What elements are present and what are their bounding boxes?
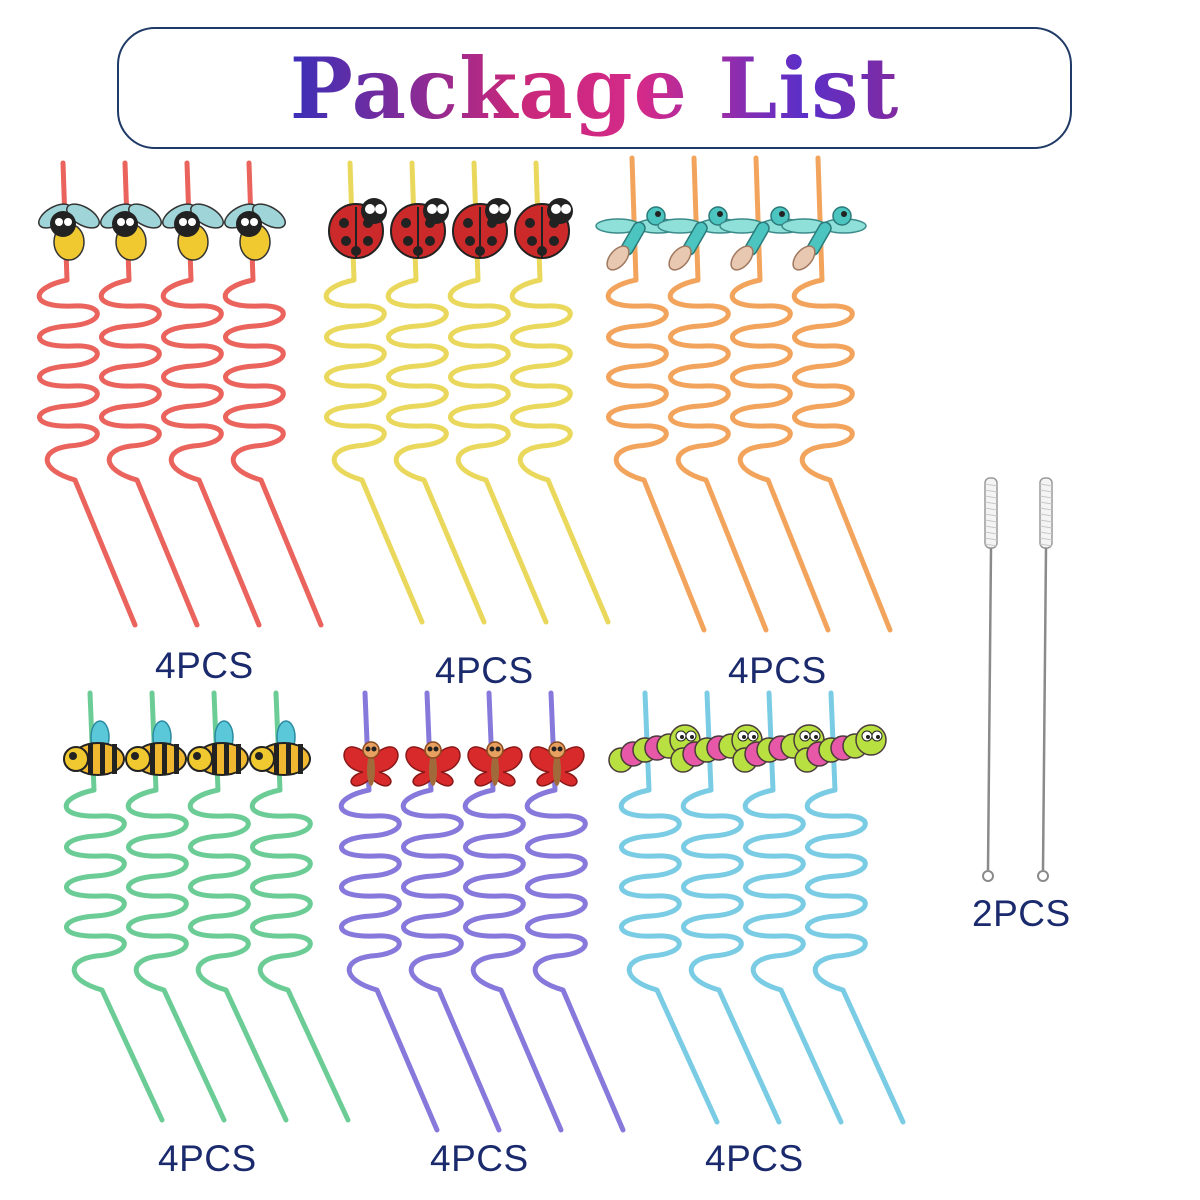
straw-group (63, 690, 351, 1123)
caterpillar-icon (732, 724, 825, 773)
group-count-label: 4PCS (155, 645, 254, 686)
bee-icon (100, 203, 162, 261)
brush-count-label: 2PCS (972, 893, 1071, 934)
bee-icon (38, 203, 100, 261)
butterfly-icon (343, 741, 399, 787)
straw-group (338, 690, 626, 1133)
reusable-straw (385, 160, 487, 625)
reusable-straw (98, 160, 200, 628)
group-count-label: 4PCS (158, 1138, 257, 1179)
caterpillar-icon (670, 724, 763, 773)
group-count-label: 4PCS (430, 1138, 529, 1179)
page-title: Package List (119, 29, 1070, 147)
reusable-straw (618, 690, 720, 1125)
reusable-straw (667, 155, 769, 633)
straw-group (323, 160, 611, 625)
bee-icon (162, 203, 224, 261)
bumblebee-icon (63, 720, 125, 776)
cleaning-brush-icon (982, 477, 998, 882)
reusable-straw (462, 690, 564, 1133)
group-count-label: 4PCS (705, 1138, 804, 1179)
reusable-straw (160, 160, 262, 628)
dragonfly-icon (657, 206, 743, 271)
reusable-straw (400, 690, 502, 1133)
reusable-straw (729, 155, 831, 633)
bumblebee-icon (249, 720, 311, 776)
ladybug-icon (514, 198, 573, 259)
reusable-straw (804, 690, 906, 1125)
reusable-straw (605, 155, 707, 633)
dragonfly-icon (781, 206, 867, 271)
butterfly-icon (529, 741, 585, 787)
reusable-straw (791, 155, 893, 633)
ladybug-icon (452, 198, 511, 259)
dragonfly-icon (719, 206, 805, 271)
reusable-straw (524, 690, 626, 1133)
bee-icon (224, 203, 286, 261)
reusable-straw (338, 690, 440, 1133)
reusable-straw (222, 160, 324, 628)
caterpillar-icon (794, 724, 887, 773)
butterfly-icon (405, 741, 461, 787)
group-count-label: 4PCS (728, 650, 827, 691)
group-count-label: 4PCS (435, 650, 534, 691)
straw-group (605, 155, 893, 633)
straw-group (618, 690, 906, 1125)
ladybug-icon (328, 198, 387, 259)
reusable-straw (249, 690, 351, 1123)
dragonfly-icon (595, 206, 681, 271)
caterpillar-icon (608, 724, 701, 773)
title-banner: Package List (117, 27, 1072, 149)
reusable-straw (742, 690, 844, 1125)
cleaning-brush-icon (1037, 477, 1053, 882)
reusable-straw (323, 160, 425, 625)
butterfly-icon (467, 741, 523, 787)
bumblebee-icon (125, 720, 187, 776)
reusable-straw (187, 690, 289, 1123)
reusable-straw (447, 160, 549, 625)
reusable-straw (36, 160, 138, 628)
bumblebee-icon (187, 720, 249, 776)
reusable-straw (509, 160, 611, 625)
reusable-straw (63, 690, 165, 1123)
reusable-straw (680, 690, 782, 1125)
ladybug-icon (390, 198, 449, 259)
reusable-straw (125, 690, 227, 1123)
straw-group (36, 160, 324, 628)
